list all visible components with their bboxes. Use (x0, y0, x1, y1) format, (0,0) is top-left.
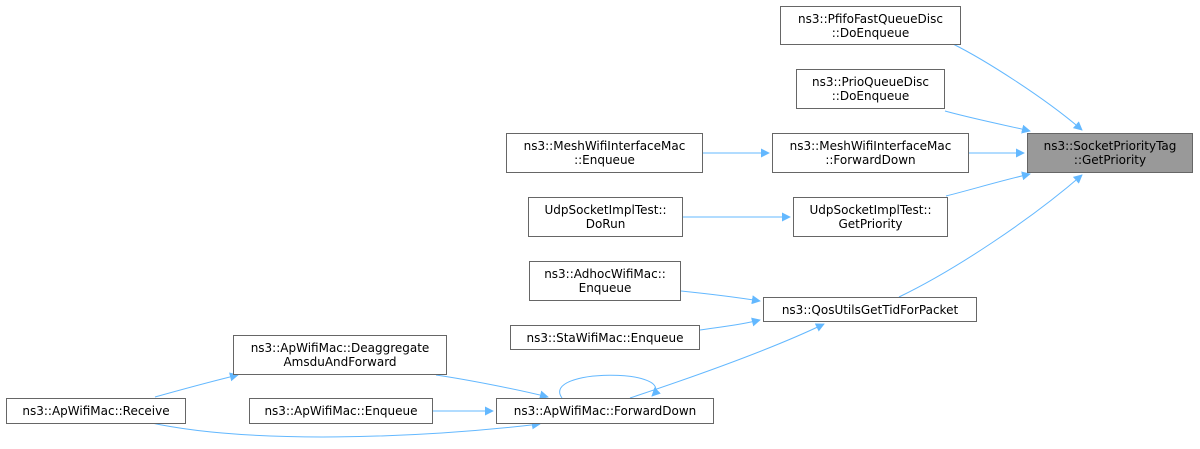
node-label-line: ::DoEnqueue (831, 89, 910, 103)
node-mesh-wifi-interface-mac-forward-down[interactable]: ns3::MeshWifiInterfaceMac ::ForwardDown (772, 133, 969, 173)
call-edge-udp-getpriority-to-root (945, 171, 1031, 197)
node-udp-socket-impl-test-do-run[interactable]: UdpSocketImplTest:: DoRun (528, 197, 683, 237)
call-edge-ap-deagg-to-ap-forward (435, 374, 549, 400)
node-adhoc-wifi-mac-enqueue[interactable]: ns3::AdhocWifiMac:: Enqueue (529, 261, 681, 301)
node-label-line: ns3::ApWifiMac::Receive (22, 404, 170, 418)
node-label-line: ns3::ApWifiMac::Deaggregate (250, 341, 430, 355)
node-label-line: ns3::SocketPriorityTag (1043, 139, 1177, 153)
node-label-line: DoRun (585, 217, 626, 231)
node-label-line: GetPriority (838, 217, 903, 231)
node-label-line: ::DoEnqueue (831, 25, 910, 40)
node-label-line: ::ForwardDown (825, 153, 916, 167)
node-sta-wifi-mac-enqueue[interactable]: ns3::StaWifiMac::Enqueue (510, 325, 700, 350)
node-label-line: ns3::MeshWifiInterfaceMac (789, 139, 952, 153)
call-edge-ap-receive-to-ap-forward (146, 420, 541, 438)
node-label-line: AmsduAndForward (283, 355, 397, 369)
node-label-line: ns3::PrioQueueDisc (811, 75, 930, 89)
node-prio-queue-disc-do-enqueue[interactable]: ns3::PrioQueueDisc ::DoEnqueue (796, 69, 945, 109)
node-label-line: ns3::PfifoFastQueueDisc (798, 11, 943, 26)
node-label-line: ns3::MeshWifiInterfaceMac (523, 139, 686, 153)
call-edge-ap-receive-to-ap-deagg (154, 372, 239, 398)
node-udp-socket-impl-test-get-priority[interactable]: UdpSocketImplTest:: GetPriority (793, 197, 948, 237)
call-edge-pfifo-to-root (952, 43, 1083, 131)
node-label-line: Enqueue (578, 281, 632, 295)
call-edge-prio-to-root (944, 110, 1031, 134)
node-socket-priority-tag-get-priority: ns3::SocketPriorityTag ::GetPriority (1027, 133, 1193, 173)
node-mesh-wifi-interface-mac-enqueue[interactable]: ns3::MeshWifiInterfaceMac ::Enqueue (506, 133, 703, 173)
node-ap-wifi-mac-enqueue[interactable]: ns3::ApWifiMac::Enqueue (249, 398, 433, 424)
call-edge-adhoc-to-qos (680, 290, 761, 305)
node-label-line: ns3::StaWifiMac::Enqueue (526, 330, 684, 345)
node-ap-wifi-mac-receive[interactable]: ns3::ApWifiMac::Receive (6, 398, 186, 424)
node-label-line: ns3::ApWifiMac::Enqueue (264, 404, 418, 418)
node-ap-wifi-mac-deaggregate-amsdu-and-forward[interactable]: ns3::ApWifiMac::Deaggregate AmsduAndForw… (233, 335, 447, 375)
node-label-line: UdpSocketImplTest:: (809, 203, 932, 217)
node-label-line: ns3::AdhocWifiMac:: (544, 267, 666, 281)
node-label-line: ns3::ApWifiMac::ForwardDown (513, 404, 697, 418)
node-qos-utils-get-tid-for-packet[interactable]: ns3::QosUtilsGetTidForPacket (763, 297, 977, 322)
node-label-line: ::Enqueue (574, 153, 635, 167)
node-label-line: UdpSocketImplTest:: (544, 203, 667, 217)
call-edge-sta-to-qos (699, 317, 761, 331)
call-edge-qos-to-root (898, 174, 1083, 298)
call-edge-ap-forward-to-ap-forward (559, 374, 661, 399)
node-label-line: ::GetPriority (1073, 153, 1147, 167)
node-pfifo-fast-queue-disc-do-enqueue[interactable]: ns3::PfifoFastQueueDisc ::DoEnqueue (780, 6, 961, 45)
node-ap-wifi-mac-forward-down[interactable]: ns3::ApWifiMac::ForwardDown (496, 398, 714, 424)
node-label-line: ns3::QosUtilsGetTidForPacket (781, 302, 959, 317)
